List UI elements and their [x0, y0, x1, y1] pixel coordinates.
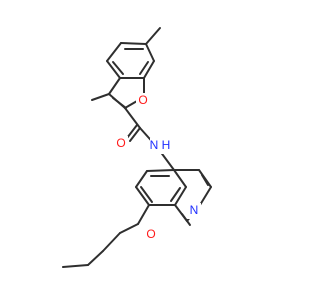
quinoline-nitrogen-label: N	[190, 203, 199, 217]
bond	[106, 60, 121, 79]
ring-oxygen-label: O	[138, 93, 147, 107]
double-bond-inner	[170, 187, 181, 202]
double-bond-inner	[112, 97, 127, 109]
bond	[106, 42, 122, 62]
ether-oxygen-label: O	[146, 227, 155, 241]
label-mask	[114, 136, 128, 152]
bond	[199, 186, 212, 206]
bond	[108, 77, 121, 95]
bond	[146, 169, 175, 172]
double-bond-inner	[139, 61, 149, 75]
benzofuran-benzene-ring	[106, 42, 155, 79]
label-mask	[150, 138, 174, 154]
bond	[143, 60, 155, 79]
propyl-bond	[102, 232, 121, 252]
methyl-bond-top	[145, 27, 161, 45]
propyl-bond	[62, 264, 89, 268]
ether-bond	[137, 204, 150, 225]
label-mask	[144, 227, 158, 243]
bond	[174, 186, 187, 206]
double-bond-inner	[112, 61, 124, 75]
quinoline-benzene-ring	[135, 169, 187, 206]
bond	[173, 169, 187, 188]
molecule-structure: O O N H N O	[62, 27, 212, 268]
double-bond-inner	[181, 213, 191, 226]
carbonyl-double-bond-b	[126, 124, 138, 139]
propyl-bond	[87, 250, 104, 266]
amide-hydrogen-label: H	[162, 138, 171, 152]
label-mask	[187, 203, 201, 219]
bond	[145, 43, 155, 62]
carbonyl-double-bond-a	[129, 127, 141, 142]
carbonyl-oxygen-label: O	[116, 136, 125, 150]
bond	[135, 186, 150, 206]
bond	[135, 170, 148, 188]
double-bond-inner	[140, 186, 153, 203]
methyl-bond-left	[91, 93, 110, 101]
amide-nitrogen-label: N	[150, 138, 159, 152]
molecule-canvas: O O N H N O	[62, 27, 212, 268]
bond	[120, 42, 147, 45]
double-bond-inner	[201, 174, 209, 186]
label-mask	[136, 93, 150, 109]
ether-bond	[119, 223, 139, 234]
